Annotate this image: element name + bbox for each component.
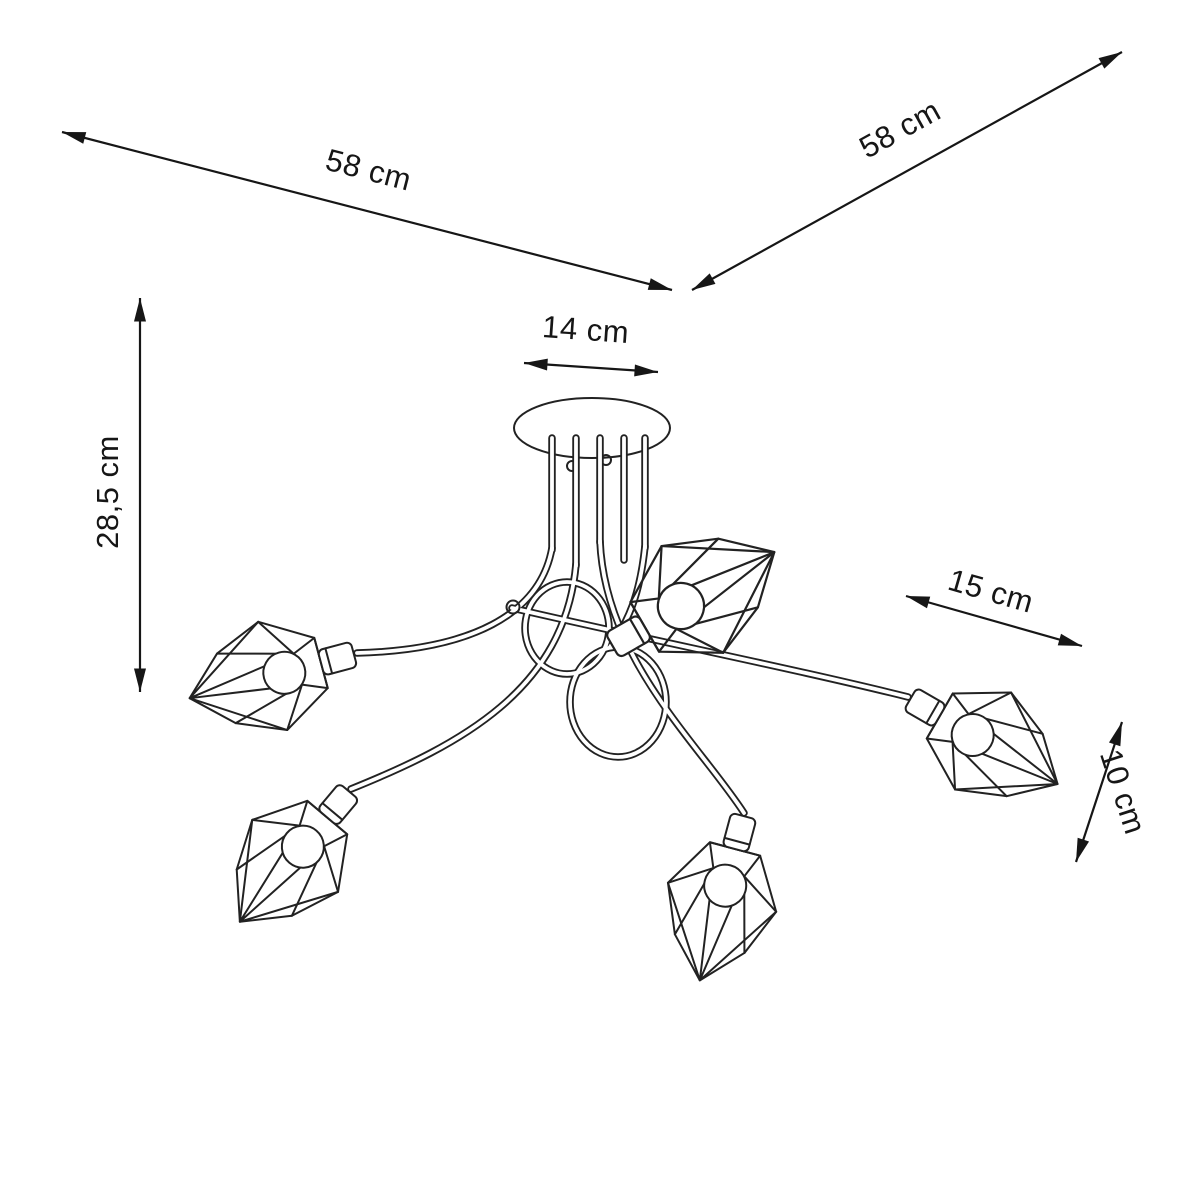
dimension-label-height: 28,5 cm bbox=[90, 435, 125, 549]
dimension-arrow-span-right bbox=[691, 51, 1123, 291]
arm-end-hook bbox=[505, 599, 521, 615]
shade-cage-right bbox=[881, 649, 1087, 834]
dimension-label-shade-height: 10 cm bbox=[1093, 745, 1153, 838]
ceiling-canopy bbox=[513, 397, 671, 459]
shade-cage-left bbox=[174, 599, 370, 754]
dimension-arrow-shade-height bbox=[1074, 721, 1124, 863]
shade-cage-bottom bbox=[644, 800, 799, 996]
dimension-arrows bbox=[61, 51, 1124, 863]
dimension-label-canopy: 14 cm bbox=[541, 309, 630, 350]
dimension-label-span-right: 58 cm bbox=[853, 92, 946, 165]
chandelier-drawing bbox=[174, 397, 1087, 996]
dimension-arrow-canopy bbox=[523, 358, 659, 377]
dimension-label-span-left: 58 cm bbox=[322, 142, 415, 198]
dimension-arrow-shade-length bbox=[905, 594, 1083, 648]
dimension-arrow-span-left bbox=[61, 130, 673, 292]
